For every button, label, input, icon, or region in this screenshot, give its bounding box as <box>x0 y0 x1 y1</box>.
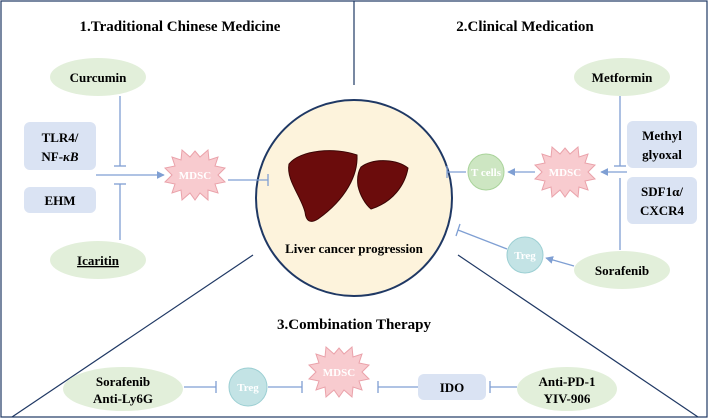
treg-label-combination: Treg <box>237 382 259 394</box>
sdf1a-label-line1: SDF1α/ <box>641 184 683 199</box>
tcm-arrows <box>96 96 269 240</box>
ido-label: IDO <box>440 380 465 395</box>
methylglyoxal-label-line1: Methyl <box>642 128 682 143</box>
treg-cell-clinical <box>506 236 544 274</box>
tlr4-box <box>24 122 96 170</box>
sorafenib-antily6g-line1: Sorafenib <box>96 374 150 389</box>
sdf1a-label-line2: CXCR4 <box>640 203 685 218</box>
sdf1a-cxcr4-box <box>627 177 697 224</box>
metformin-oval <box>574 58 670 96</box>
tcells-cell <box>467 153 505 191</box>
mdsc-label-tcm: MDSC <box>179 170 211 182</box>
tlr4-label-line1: TLR4/ <box>42 130 79 145</box>
ehm-box <box>24 187 96 213</box>
clinical-arrows <box>446 96 627 267</box>
mdsc-cell-clinical <box>533 145 597 199</box>
mdsc-cell-combination <box>307 345 371 399</box>
methylglyoxal-label-line2: glyoxal <box>642 147 682 162</box>
icaritin-label: Icaritin <box>77 253 120 268</box>
antipd1-line1: Anti-PD-1 <box>538 374 595 389</box>
section-title-combination: 3.Combination Therapy <box>277 317 431 333</box>
liver-circle <box>255 99 453 297</box>
section-title-clinical: 2.Clinical Medication <box>456 19 594 35</box>
treg-cell-combination <box>228 367 268 407</box>
ehm-label: EHM <box>44 193 75 208</box>
metformin-label: Metformin <box>592 70 653 85</box>
combination-arrows <box>184 381 517 393</box>
antipd1-yiv906-oval <box>517 367 617 411</box>
icaritin-oval <box>50 241 146 279</box>
curcumin-oval <box>50 58 146 96</box>
ido-box <box>418 374 486 400</box>
section-title-tcm: 1.Traditional Chinese Medicine <box>80 19 281 35</box>
sorafenib-antily6g-oval <box>63 367 183 411</box>
mdsc-cell-tcm <box>163 148 227 202</box>
center-label: Liver cancer progression <box>285 241 423 256</box>
treg-label-clinical: Treg <box>514 250 536 262</box>
sorafenib-oval-clinical <box>574 251 670 289</box>
mdsc-label-clinical: MDSC <box>549 167 581 179</box>
liver-icon <box>288 150 409 222</box>
antipd1-line2: YIV-906 <box>544 391 591 406</box>
curcumin-label: Curcumin <box>70 70 128 85</box>
sorafenib-antily6g-line2: Anti-Ly6G <box>93 391 153 406</box>
tcells-label: T cells <box>471 167 502 179</box>
mdsc-label-combination: MDSC <box>323 367 355 379</box>
tlr4-label-line2: NF-κB <box>41 149 79 164</box>
sorafenib-label-clinical: Sorafenib <box>595 263 649 278</box>
methylglyoxal-box <box>627 121 697 168</box>
